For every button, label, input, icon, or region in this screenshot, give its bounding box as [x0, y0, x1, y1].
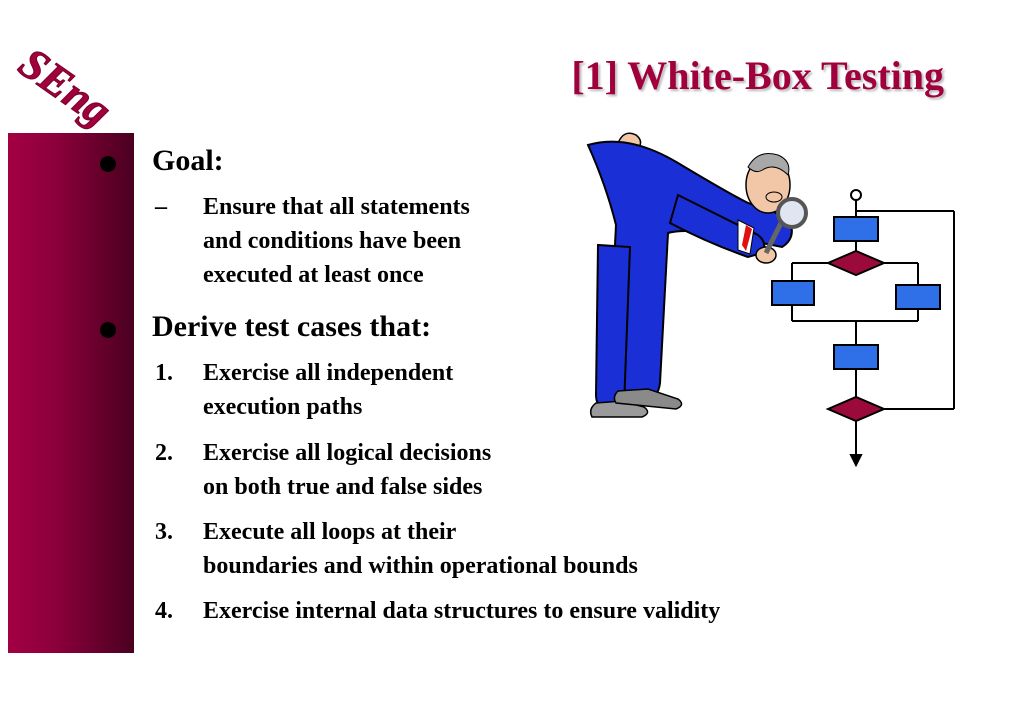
goal-heading: Goal: [152, 144, 224, 177]
item-number: 3. [155, 519, 173, 545]
item-number: 1. [155, 360, 173, 386]
bullet-goal: Goal: [100, 144, 224, 177]
slide-title: [1] White-Box Testing [571, 53, 944, 98]
item-number: 2. [155, 440, 173, 466]
goal-line: and conditions have been [203, 228, 462, 254]
seng-logo-text: SEng [10, 38, 120, 136]
goal-line: Ensure that all statements [203, 194, 470, 220]
item-line: Execute all loops at their [203, 519, 457, 545]
sidebar-gradient-bar [8, 133, 134, 653]
illustration [578, 125, 978, 470]
derive-heading: Derive test cases that: [152, 310, 432, 343]
item-line: Exercise all independent [203, 360, 454, 386]
item-line: execution paths [203, 394, 363, 420]
bullet-derive: Derive test cases that: [100, 310, 431, 343]
bullet-dot-icon [100, 156, 116, 172]
dash-marker: – [155, 194, 167, 220]
item-line: boundaries and within operational bounds [203, 553, 638, 579]
detective-with-magnifying-glass-icon [586, 132, 808, 418]
seng-logo: SEng [6, 30, 146, 137]
item-line: Exercise internal data structures to ens… [203, 598, 721, 624]
flowchart-icon [771, 189, 955, 468]
item-number: 4. [155, 598, 173, 624]
item-line: on both true and false sides [203, 474, 483, 500]
bullet-dot-icon [100, 322, 116, 338]
goal-line: executed at least once [203, 262, 424, 288]
item-line: Exercise all logical decisions [203, 440, 492, 466]
